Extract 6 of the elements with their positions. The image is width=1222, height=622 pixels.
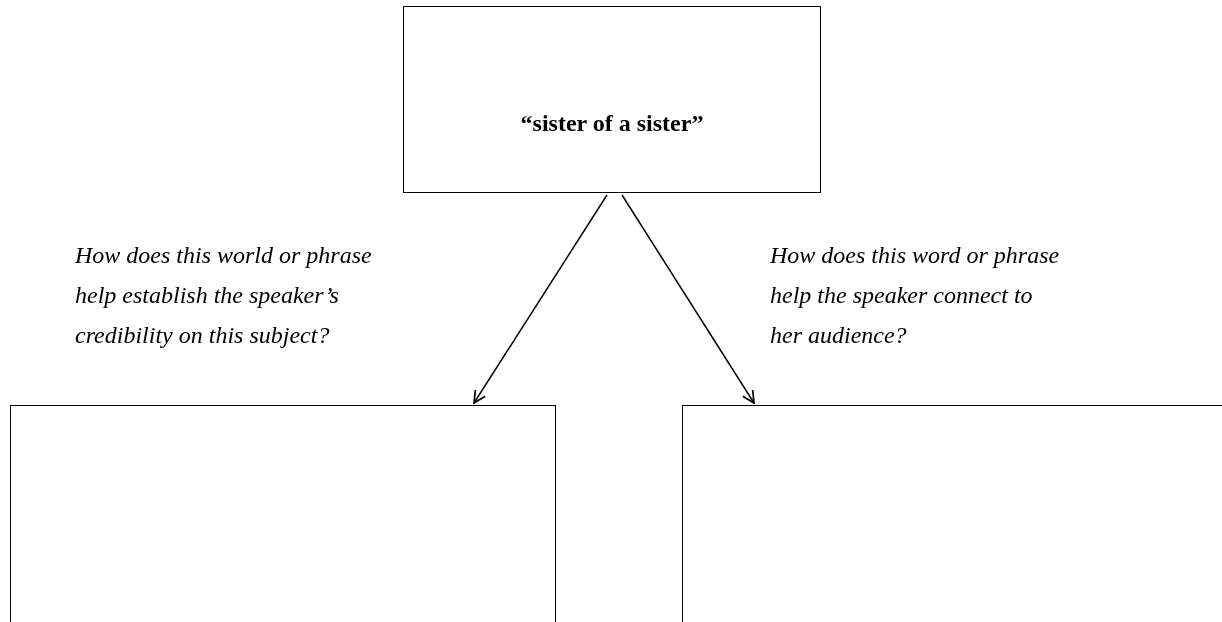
arrow: [473, 194, 608, 404]
arrow: [621, 194, 755, 404]
box-title: “sister of a sister”: [520, 110, 704, 137]
answer-box: [682, 405, 1222, 622]
answer-box: [10, 405, 556, 622]
process-box: [403, 6, 821, 193]
